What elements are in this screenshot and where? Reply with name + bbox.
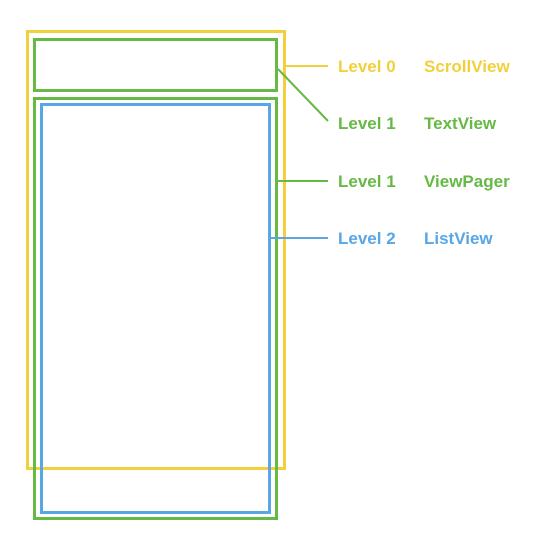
listview-box xyxy=(40,103,271,514)
legend-label-viewpager: Level 1 ViewPager xyxy=(338,172,510,191)
textview-leader-line xyxy=(277,68,329,122)
legend-level-text: Level 1 xyxy=(338,114,396,133)
legend-label-scrollview: Level 0 ScrollView xyxy=(338,57,510,76)
legend-level-text: Level 0 xyxy=(338,57,396,76)
legend-label-textview: Level 1 TextView xyxy=(338,114,497,133)
legend-view-text: ViewPager xyxy=(424,172,510,191)
legend-level-text: Level 1 xyxy=(338,172,396,191)
legend-view-text: ScrollView xyxy=(424,57,510,76)
legend-label-listview: Level 2 ListView xyxy=(338,229,493,248)
scrollview-box xyxy=(26,30,286,470)
viewpager-box xyxy=(33,97,278,520)
textview-box xyxy=(33,38,278,92)
legend-view-text: ListView xyxy=(424,229,493,248)
legend-level-text: Level 2 xyxy=(338,229,396,248)
legend-view-text: TextView xyxy=(424,114,497,133)
